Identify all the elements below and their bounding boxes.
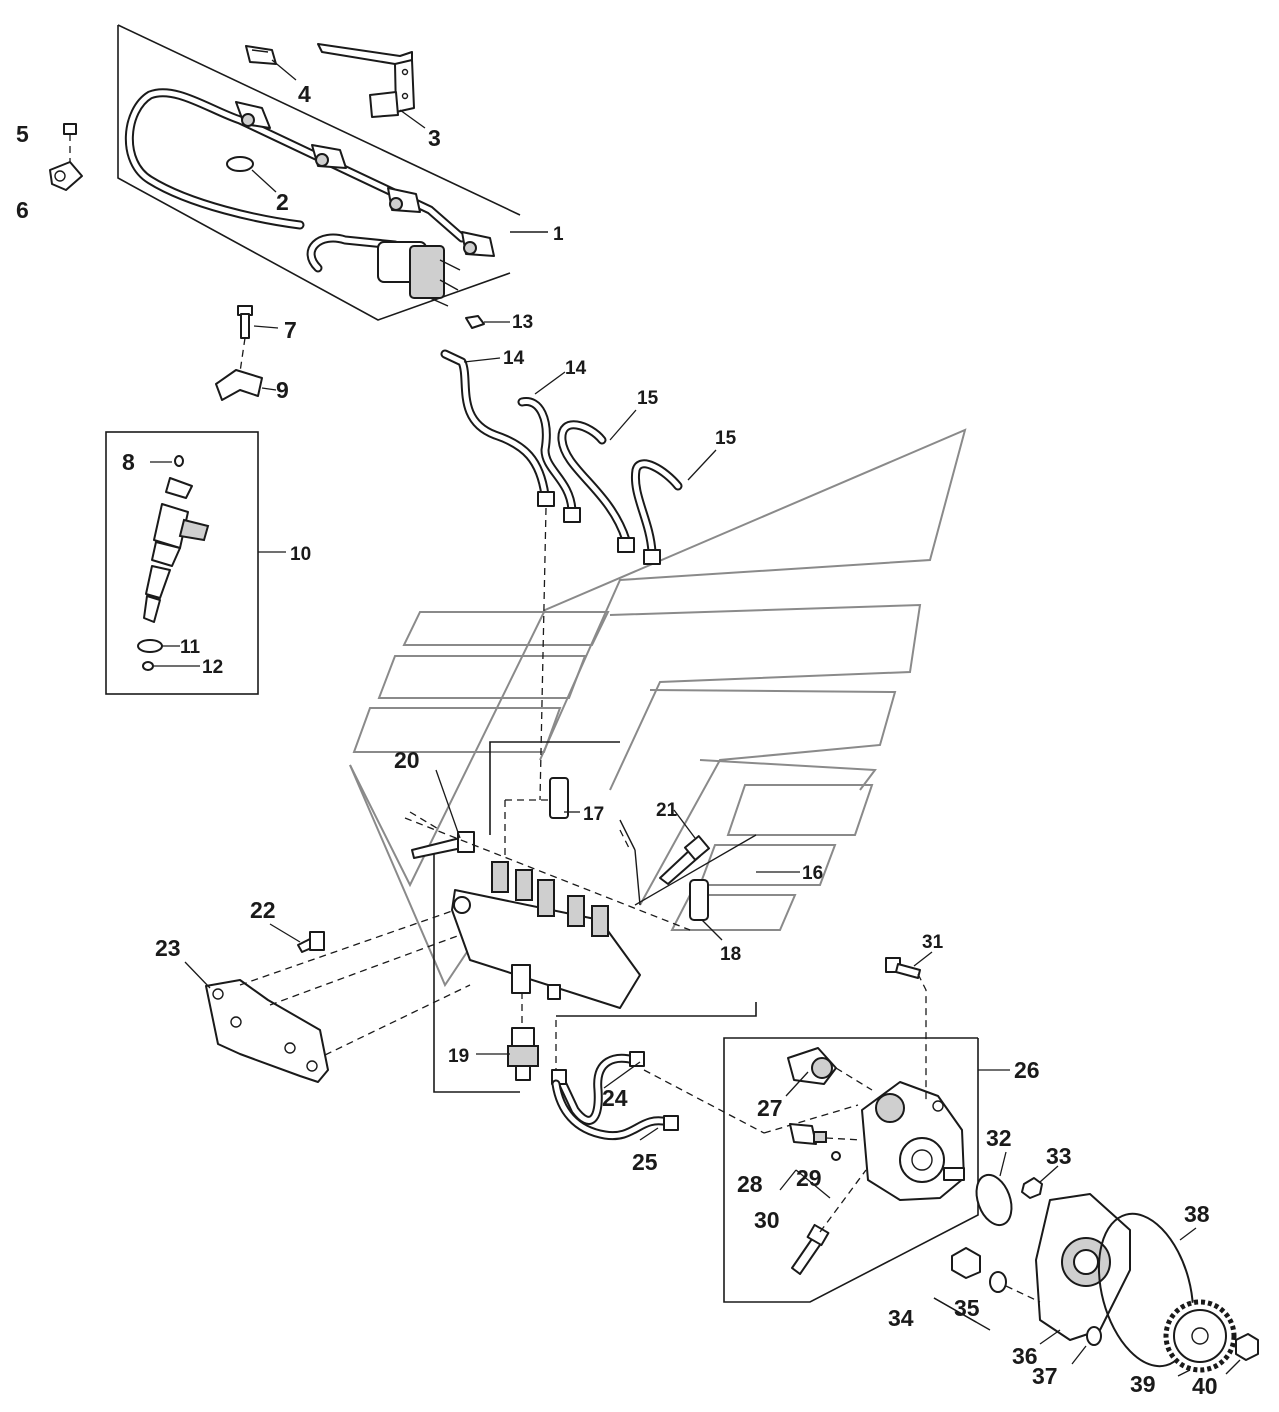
- callout-7[interactable]: 7: [284, 317, 297, 343]
- callout-34[interactable]: 34: [888, 1305, 914, 1331]
- injector-clamp: [387, 187, 421, 213]
- callout-9[interactable]: 9: [276, 377, 289, 403]
- callout-32[interactable]: 32: [986, 1125, 1012, 1151]
- rail-bracket-part-23[interactable]: [205, 979, 329, 1083]
- plug-part-34[interactable]: [951, 1247, 981, 1279]
- sleeve-part-17[interactable]: [549, 777, 569, 819]
- seal-part-8[interactable]: [174, 455, 184, 467]
- callout-6[interactable]: 6: [16, 197, 29, 223]
- callout-20[interactable]: 20: [394, 747, 420, 773]
- injector-clamp: [311, 144, 347, 169]
- callout-15b[interactable]: 15: [715, 428, 737, 449]
- injector-part-10[interactable]: [143, 455, 210, 623]
- callout-14a[interactable]: 14: [503, 348, 525, 369]
- pressure-relief-valve: [377, 241, 461, 307]
- callout-36[interactable]: 36: [1012, 1343, 1038, 1369]
- o-ring-part-38[interactable]: [1083, 1203, 1208, 1376]
- leader-lines: [150, 59, 1241, 1377]
- nut-part-33[interactable]: [1021, 1177, 1043, 1199]
- washer-part-12[interactable]: [142, 661, 154, 671]
- injection-pipe-part-14a[interactable]: [440, 349, 555, 507]
- metering-valve-part-27[interactable]: [787, 1047, 837, 1085]
- callout-37[interactable]: 37: [1032, 1363, 1058, 1389]
- callout-16[interactable]: 16: [802, 863, 823, 884]
- callout-3[interactable]: 3: [428, 125, 441, 151]
- callout-38[interactable]: 38: [1184, 1201, 1210, 1227]
- callout-11[interactable]: 11: [180, 637, 201, 658]
- fuel-rail-kit-box: [117, 24, 548, 321]
- bolt-part-5[interactable]: [63, 123, 77, 162]
- injector-clamp: [461, 231, 495, 257]
- callout-33[interactable]: 33: [1046, 1143, 1072, 1169]
- bolt-part-20[interactable]: [411, 831, 475, 859]
- callout-35[interactable]: 35: [954, 1295, 980, 1321]
- callout-14b[interactable]: 14: [565, 358, 587, 379]
- valve-part-18[interactable]: [689, 879, 709, 921]
- callout-4[interactable]: 4: [298, 81, 311, 107]
- bolt-part-22[interactable]: [297, 931, 325, 953]
- callout-22[interactable]: 22: [250, 897, 276, 923]
- callout-8[interactable]: 8: [122, 449, 135, 475]
- bracket-part-3[interactable]: [317, 43, 415, 118]
- plug-part-2[interactable]: [226, 156, 254, 172]
- callout-30[interactable]: 30: [754, 1207, 780, 1233]
- temperature-sensor-part-28[interactable]: [789, 1123, 827, 1145]
- return-fuel-rail-part-1[interactable]: [124, 88, 495, 307]
- pump-gear-part-39[interactable]: [1163, 1299, 1237, 1373]
- hold-down-clamp-part-9[interactable]: [215, 369, 263, 401]
- callout-31[interactable]: 31: [922, 932, 944, 953]
- clamp-part-6[interactable]: [49, 161, 83, 191]
- callout-21[interactable]: 21: [656, 800, 678, 821]
- high-pressure-pipe-part-25[interactable]: [551, 1079, 679, 1141]
- o-ring-part-37[interactable]: [1086, 1326, 1102, 1346]
- callout-15a[interactable]: 15: [637, 388, 659, 409]
- injector-assembly-box: [105, 431, 286, 695]
- rail-pressure-sensor-part-19[interactable]: [507, 1027, 539, 1081]
- clip-part-4[interactable]: [245, 45, 277, 65]
- high-pressure-pump-part-26[interactable]: [861, 1081, 965, 1201]
- callout-26[interactable]: 26: [1014, 1057, 1040, 1083]
- callout-27[interactable]: 27: [757, 1095, 783, 1121]
- common-rail-part-16[interactable]: [451, 861, 641, 1009]
- callout-5[interactable]: 5: [16, 121, 29, 147]
- bolt-part-30[interactable]: [791, 1223, 830, 1275]
- washer-part-35[interactable]: [989, 1271, 1007, 1293]
- callout-19[interactable]: 19: [448, 1046, 469, 1067]
- callout-17[interactable]: 17: [583, 804, 604, 825]
- injection-pipe-part-14b[interactable]: [517, 397, 581, 523]
- callout-40[interactable]: 40: [1192, 1373, 1218, 1399]
- callout-29[interactable]: 29: [796, 1165, 822, 1191]
- callout-2[interactable]: 2: [276, 189, 289, 215]
- callout-24[interactable]: 24: [602, 1085, 628, 1111]
- callout-labels: 1 2 3 4 5 6 7 8 9 10 11 12 13 14 14 15 1…: [16, 81, 1218, 1399]
- callout-10[interactable]: 10: [290, 544, 311, 565]
- callout-13[interactable]: 13: [512, 312, 533, 333]
- callout-1[interactable]: 1: [553, 224, 564, 245]
- bolt-part-7[interactable]: [237, 305, 253, 373]
- pump-flange-part-36[interactable]: [1035, 1193, 1131, 1341]
- nut-part-40[interactable]: [1235, 1333, 1259, 1361]
- o-ring-part-32[interactable]: [970, 1170, 1018, 1230]
- injector-clamp: [235, 101, 271, 129]
- o-ring-part-11[interactable]: [137, 639, 163, 653]
- callout-28[interactable]: 28: [737, 1171, 763, 1197]
- common-rail-box: [433, 741, 757, 1093]
- screw-part-13[interactable]: [465, 315, 485, 329]
- seal-part-29[interactable]: [831, 1151, 841, 1161]
- watermark-logo: [349, 428, 967, 988]
- callout-18[interactable]: 18: [720, 944, 741, 965]
- callout-39[interactable]: 39: [1130, 1371, 1156, 1397]
- injection-pipe-part-15b[interactable]: [630, 459, 683, 565]
- callout-25[interactable]: 25: [632, 1149, 658, 1175]
- callout-23[interactable]: 23: [155, 935, 181, 961]
- callout-12[interactable]: 12: [202, 657, 223, 678]
- bolt-part-31[interactable]: [885, 957, 921, 979]
- injection-pipe-part-15a[interactable]: [557, 420, 635, 553]
- pressure-limiter-part-21[interactable]: [659, 835, 711, 885]
